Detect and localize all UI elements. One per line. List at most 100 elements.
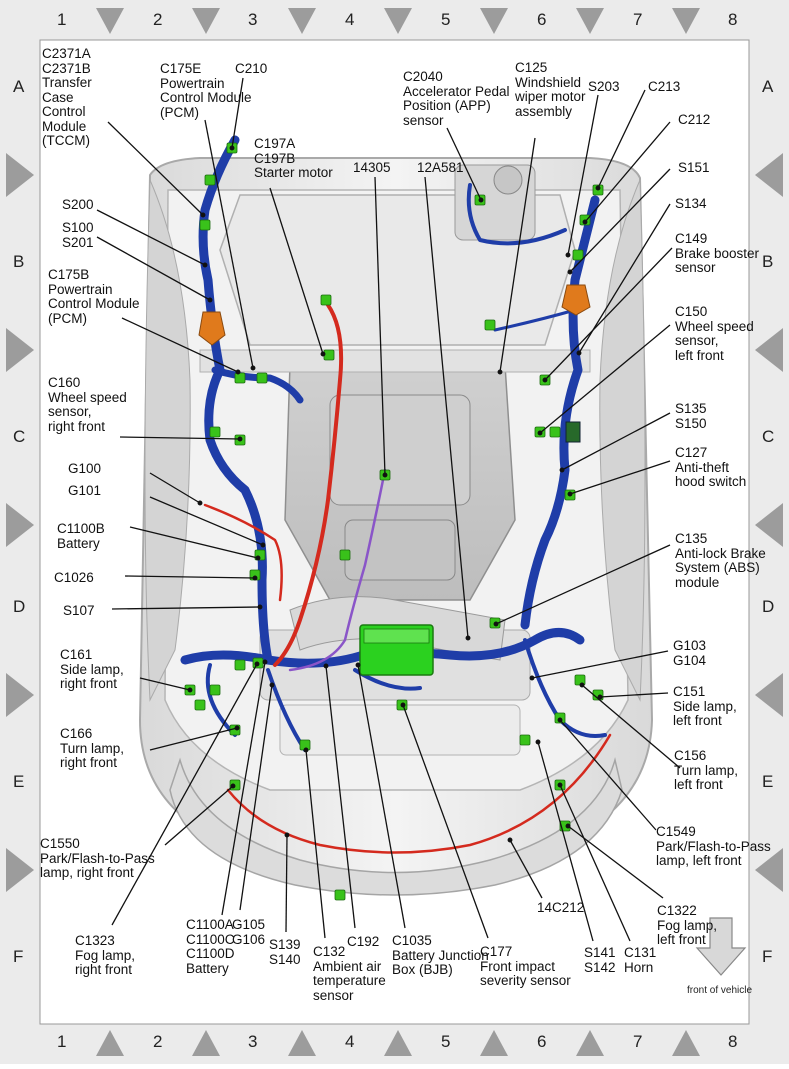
grid-ticks	[6, 8, 783, 1056]
leader-end-c197	[320, 351, 326, 357]
grid-column-7-bottom: 7	[633, 1032, 643, 1051]
callout-c125: C125 Windshield wiper motor assembly	[515, 60, 586, 119]
leader-line-c1549	[559, 719, 657, 831]
grid-column-8-bottom: 8	[728, 1032, 738, 1051]
grid-column-5-top: 5	[441, 10, 451, 29]
leader-end-c1550	[230, 783, 236, 789]
leader-end-g103	[529, 675, 535, 681]
right-tick-4	[755, 848, 783, 892]
leader-end-12a581	[465, 635, 471, 641]
leader-line-g100	[149, 472, 201, 504]
leader-line-c192	[325, 665, 356, 929]
leader-line-c213	[597, 89, 646, 189]
grid-column-6-bottom: 6	[537, 1032, 547, 1051]
connector-37	[334, 889, 346, 901]
leader-line-c160	[119, 436, 241, 440]
callout-c131: C131 Horn	[624, 945, 657, 975]
leader-line-c156	[581, 684, 681, 769]
callout-s139: S139 S140	[269, 937, 301, 967]
leader-line-12a581	[424, 176, 469, 639]
leader-end-g100	[197, 500, 203, 506]
grid-row-C-right: C	[762, 427, 775, 446]
leader-line-c177	[402, 704, 489, 939]
leader-line-14305	[374, 176, 386, 476]
grid-column-2-bottom: 2	[153, 1032, 163, 1051]
bottom-tick-3	[384, 1030, 412, 1056]
bottom-tick-2	[288, 1030, 316, 1056]
leader-line-c197	[269, 187, 324, 355]
bottom-tick-1	[192, 1030, 220, 1056]
callout-c2040: C2040 Accelerator Pedal Position (APP) s…	[403, 69, 510, 128]
grid-row-E-left: E	[13, 772, 25, 791]
leader-end-c150	[537, 430, 543, 436]
leader-end-s107	[257, 604, 263, 610]
grid-row-E-right: E	[762, 772, 774, 791]
leader-line-c149	[544, 247, 673, 381]
components	[198, 284, 591, 676]
connector-31	[519, 734, 531, 746]
grid-row-F-right: F	[762, 947, 773, 966]
callout-c156: C156 Turn lamp, left front	[674, 748, 739, 792]
leader-end-c2371	[200, 212, 206, 218]
vehicle-body	[138, 157, 654, 896]
grid-column-6-top: 6	[537, 10, 547, 29]
bottom-tick-6	[672, 1030, 700, 1056]
callout-c1035: C1035 Battery Junction Box (BJB)	[392, 933, 489, 977]
leader-line-c150	[539, 324, 671, 434]
leader-line-s135	[561, 412, 671, 471]
leader-end-c210	[229, 145, 235, 151]
connector-30	[339, 549, 351, 561]
leader-line-c1323	[111, 663, 258, 926]
front-arrow-icon	[695, 917, 747, 976]
leader-line-c175b	[121, 317, 239, 373]
leader-line-s141	[537, 741, 594, 942]
leader-line-c1100b	[129, 526, 259, 559]
callout-c160: C160 Wheel speed sensor, right front	[48, 375, 127, 434]
callout-s203: S203	[588, 79, 620, 94]
callout-s151: S151	[678, 160, 710, 175]
leader-end-s135	[559, 467, 565, 473]
leader-end-s100	[207, 297, 213, 303]
leader-line-14c212	[509, 839, 543, 899]
leader-end-c177	[400, 702, 406, 708]
leader-line-c131	[559, 784, 631, 942]
leader-lines	[96, 77, 681, 942]
callout-s134: S134	[675, 196, 707, 211]
leader-end-c175b	[235, 369, 241, 375]
connector-5	[209, 426, 221, 438]
leader-end-s141	[535, 739, 541, 745]
leader-line-c210	[231, 77, 244, 149]
left-tick-3	[6, 673, 34, 717]
left-tick-1	[6, 328, 34, 372]
bottom-tick-4	[480, 1030, 508, 1056]
bottom-tick-0	[96, 1030, 124, 1056]
leader-line-c135	[495, 544, 671, 625]
callout-c1550: C1550 Park/Flash-to-Pass lamp, right fro…	[40, 836, 155, 880]
leader-line-g101	[149, 496, 264, 546]
leader-line-c166	[149, 727, 238, 751]
leader-end-c135	[493, 621, 499, 627]
leader-line-s203	[567, 94, 599, 256]
callout-c212: C212	[678, 112, 711, 127]
grid-row-B-right: B	[762, 252, 774, 271]
leader-line-c175e	[204, 119, 254, 369]
leader-line-c1322	[567, 825, 664, 899]
left-tick-2	[6, 503, 34, 547]
callout-s107: S107	[63, 603, 95, 618]
callout-c177: C177 Front impact severity sensor	[480, 944, 571, 988]
callout-s141: S141 S142	[584, 945, 616, 975]
leader-end-c160	[237, 436, 243, 442]
callout-c132: C132 Ambient air temperature sensor	[313, 944, 386, 1003]
leader-end-c151	[597, 694, 603, 700]
callout-s200: S200	[62, 197, 94, 212]
leader-line-c1026	[124, 575, 256, 579]
callout-c127: C127 Anti-theft hood switch	[675, 445, 747, 489]
leader-end-s203	[565, 252, 571, 258]
callout-c161: C161 Side lamp, right front	[60, 647, 124, 691]
callout-c1100b: C1100B Battery	[57, 521, 105, 551]
front-of-vehicle-label: front of vehicle	[687, 985, 753, 996]
grid-column-5-bottom: 5	[441, 1032, 451, 1051]
leader-line-c127	[569, 460, 671, 495]
callout-g103: G103 G104	[673, 638, 707, 668]
